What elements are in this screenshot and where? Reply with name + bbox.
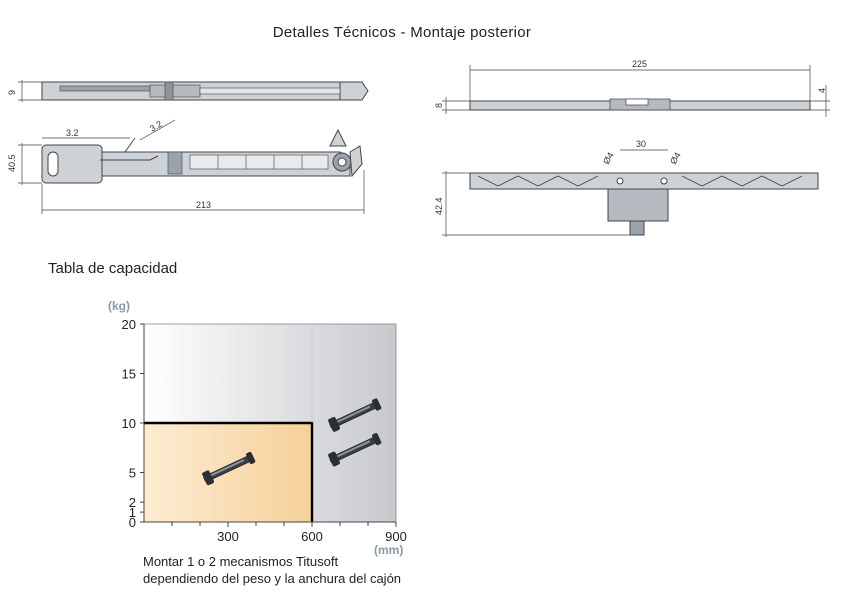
top-height-dim-4: 4 [817, 88, 827, 93]
caption-line-1: Montar 1 o 2 mecanismos Titusoft [143, 554, 339, 569]
double-mechanism-icon-lower [328, 433, 382, 467]
top-length-dim-225: 225 [632, 59, 647, 69]
top-view-drawing: 225 8 4 30 Ø4 Ø4 42.4 [434, 59, 830, 237]
height-dim-9: 9 [7, 90, 17, 95]
y-tick-label: 5 [129, 466, 136, 481]
hole-spacing-dim-30: 30 [636, 139, 646, 149]
length-dim-213: 213 [196, 200, 211, 210]
top-profile [469, 98, 811, 111]
dim-3-2-b: 3.2 [148, 119, 164, 134]
top-height-dim-8: 8 [434, 103, 444, 108]
caption-line-2: dependiendo del peso y la anchura del ca… [143, 571, 402, 586]
single-mechanism-region [144, 423, 312, 522]
y-tick-label: 15 [122, 367, 136, 382]
x-tick-label: 300 [217, 529, 239, 544]
side-profile-bottom [41, 128, 363, 184]
caption: Montar 1 o 2 mecanismos Titusoft dependi… [143, 553, 401, 587]
side-profile-top [41, 81, 369, 101]
side-view-drawing: 9 40.5 3.2 3.2 213 [7, 80, 369, 214]
page-title: Detalles Técnicos - Montaje posterior [272, 24, 532, 41]
depth-dim-42-4: 42.4 [434, 197, 444, 215]
x-tick-label: 600 [301, 529, 323, 544]
bottom-profile [469, 172, 819, 236]
x-tick-label: 900 [385, 529, 407, 544]
y-tick-label: 0 [129, 515, 136, 530]
capacity-chart: 012 5 10 15 20 300 600 900 (kg) (mm) [108, 299, 407, 557]
y-tick-label: 10 [122, 416, 136, 431]
height-dim-40-5: 40.5 [7, 154, 17, 172]
y-axis-unit: (kg) [108, 299, 130, 313]
x-axis-unit: (mm) [374, 543, 403, 557]
double-mechanism-icon-upper [328, 398, 382, 432]
y-tick-label: 2 [129, 495, 136, 510]
y-tick-label: 20 [122, 317, 136, 332]
y-tick-label: 1 [129, 505, 136, 520]
single-mechanism-icon [202, 451, 256, 486]
capacity-table-title: Tabla de capacidad [48, 260, 178, 277]
hole-left-dim: Ø4 [601, 151, 616, 166]
hole-right-dim: Ø4 [668, 151, 683, 166]
dim-3-2-a: 3.2 [66, 128, 79, 138]
